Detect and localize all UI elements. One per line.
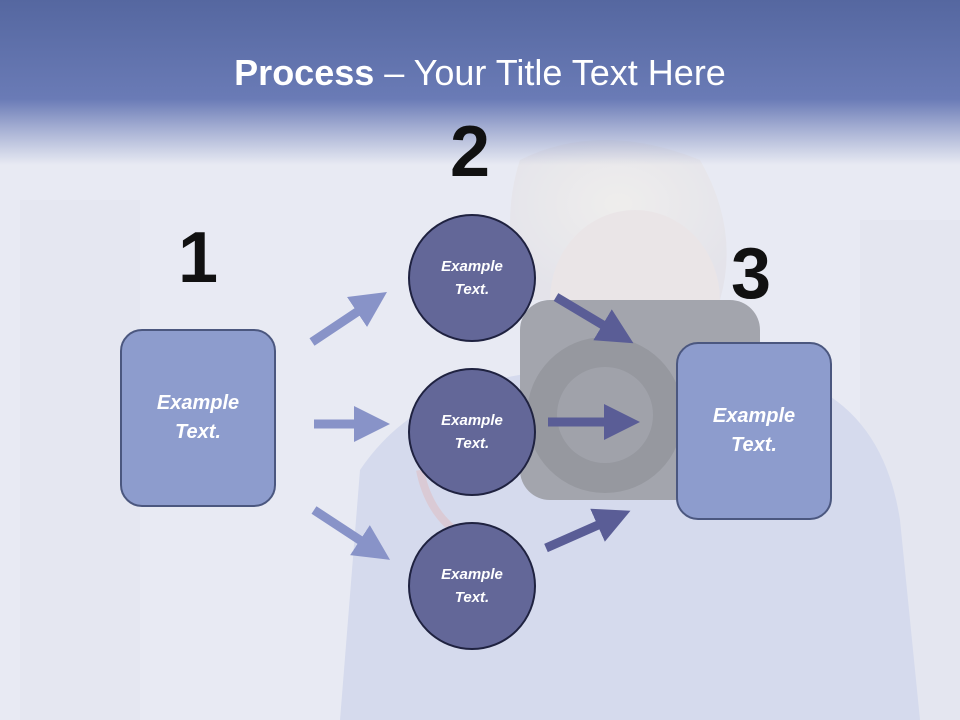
title-bold: Process <box>234 52 375 93</box>
slide-title: Process – Your Title Text Here <box>0 52 960 94</box>
arrow-1-to-bottom <box>311 506 391 560</box>
step-number-1: 1 <box>178 218 219 298</box>
circle-middle-text: Example Text. <box>441 412 503 452</box>
step-2-circle-top: Example Text. <box>408 214 536 342</box>
step-2-circle-bottom: Example Text. <box>408 522 536 650</box>
arrow-1-to-top <box>309 292 387 346</box>
step-3-box: Example Text. <box>676 342 832 520</box>
circle-top-text: Example Text. <box>441 258 503 298</box>
step-2-circle-middle: Example Text. <box>408 368 536 496</box>
arrow-bottom-to-3 <box>544 508 631 553</box>
header-band <box>0 0 960 165</box>
circle-bottom-text: Example Text. <box>441 566 503 606</box>
title-rest: – Your Title Text Here <box>374 52 726 93</box>
step-1-box: Example Text. <box>120 329 276 507</box>
step-number-2: 2 <box>450 112 491 192</box>
arrow-top-to-3 <box>553 293 634 344</box>
step-number-3: 3 <box>731 234 772 314</box>
step-3-text: Example Text. <box>712 405 796 456</box>
step-1-text: Example Text. <box>156 392 240 443</box>
